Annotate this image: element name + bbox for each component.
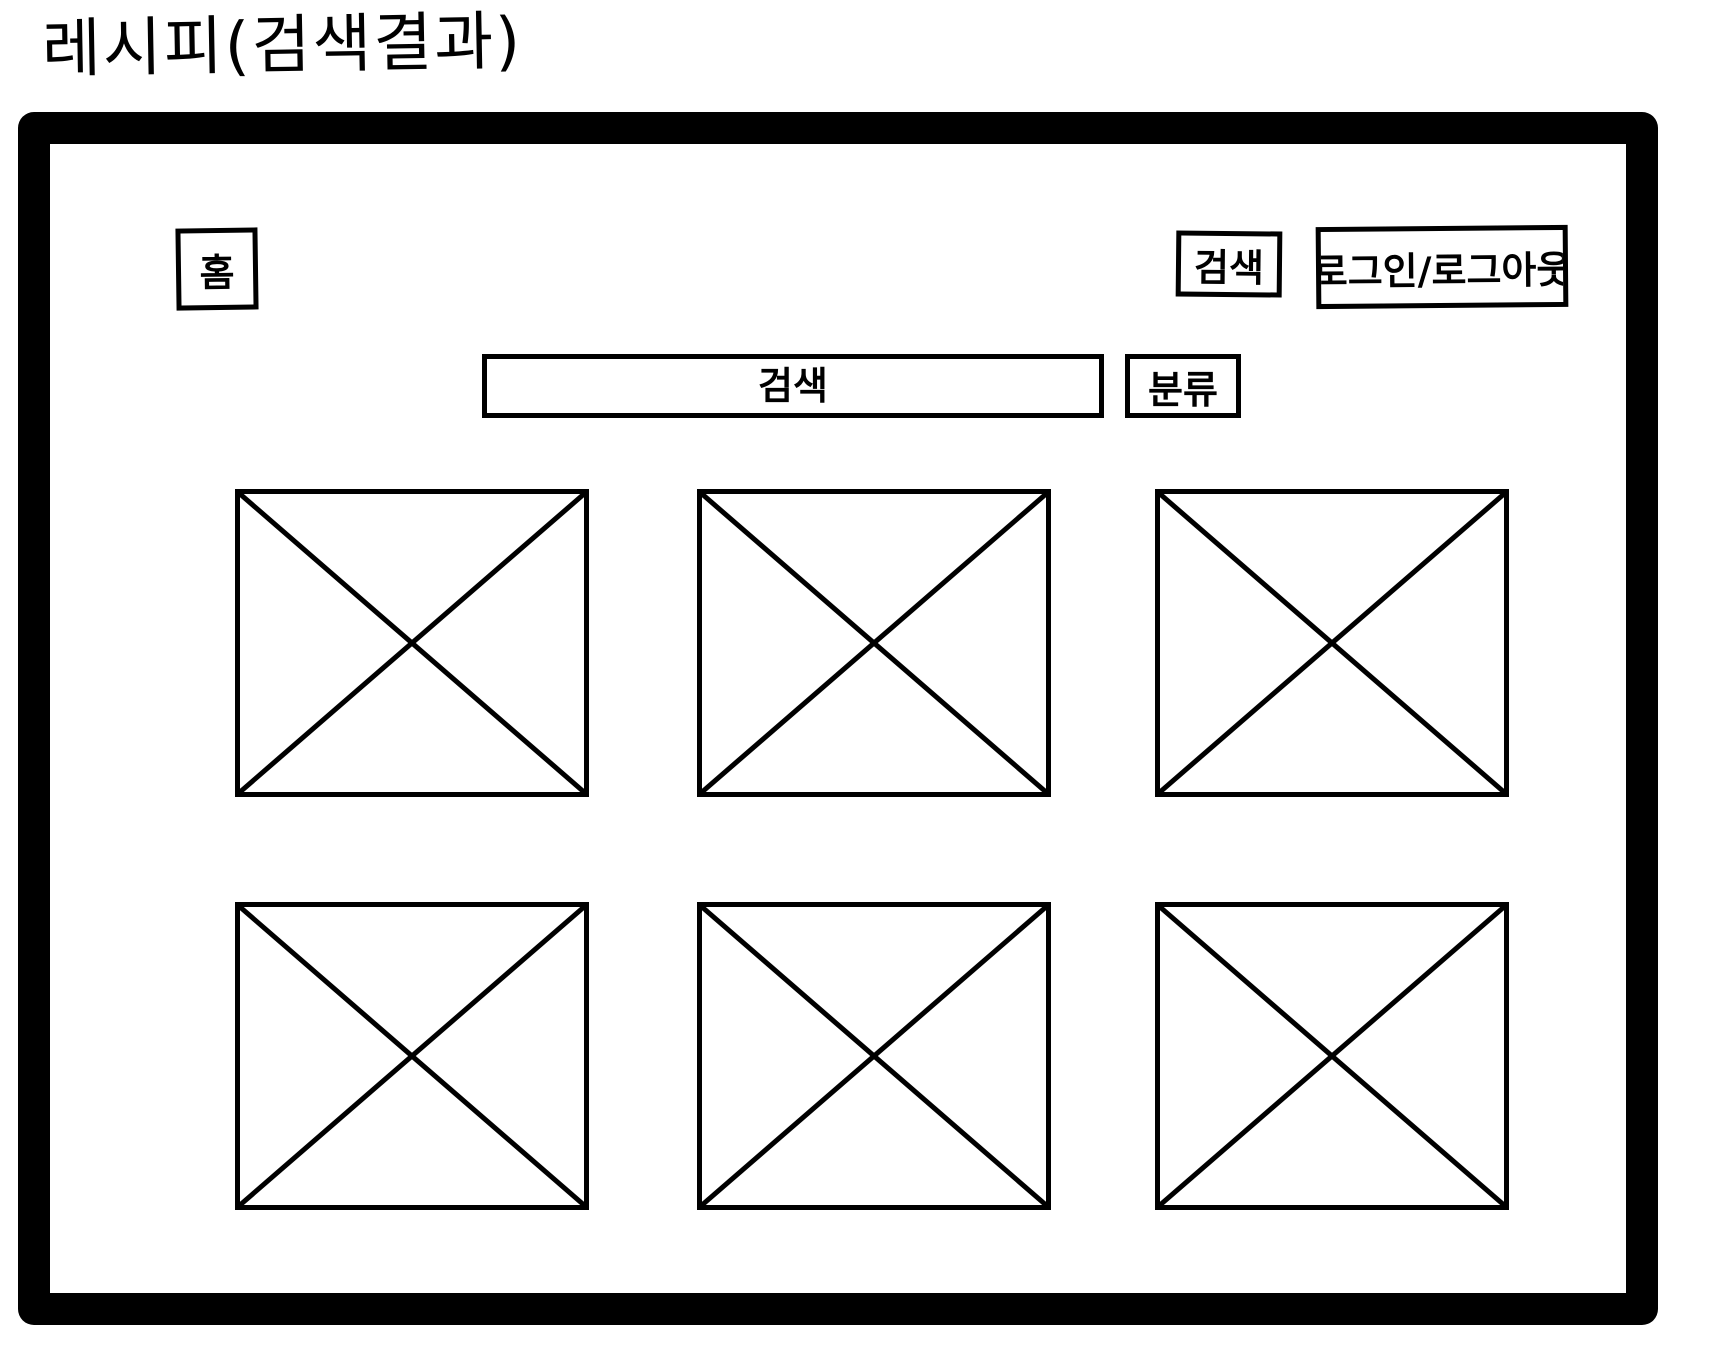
search-input[interactable] [482,354,1104,418]
image-placeholder-icon [240,907,584,1205]
image-placeholder-icon [702,907,1046,1205]
recipe-image-placeholder[interactable] [697,489,1051,797]
category-button[interactable]: 분류 [1125,354,1241,418]
image-placeholder-icon [1160,907,1504,1205]
image-placeholder-icon [240,494,584,792]
recipe-image-placeholder[interactable] [697,902,1051,1210]
image-placeholder-icon [1160,494,1504,792]
recipe-image-placeholder[interactable] [1155,489,1509,797]
recipe-image-placeholder[interactable] [235,489,589,797]
image-placeholder-icon [702,494,1046,792]
wireframe-title: 레시피(검색결과) [41,4,523,88]
nav-search-button[interactable]: 검색 [1175,230,1283,298]
login-logout-button[interactable]: 로그인/로그아웃 [1315,224,1569,310]
recipe-image-placeholder[interactable] [235,902,589,1210]
recipe-image-placeholder[interactable] [1155,902,1509,1210]
browser-frame: 홈 검색 로그인/로그아웃 분류 [18,112,1658,1325]
home-button[interactable]: 홈 [175,227,259,311]
